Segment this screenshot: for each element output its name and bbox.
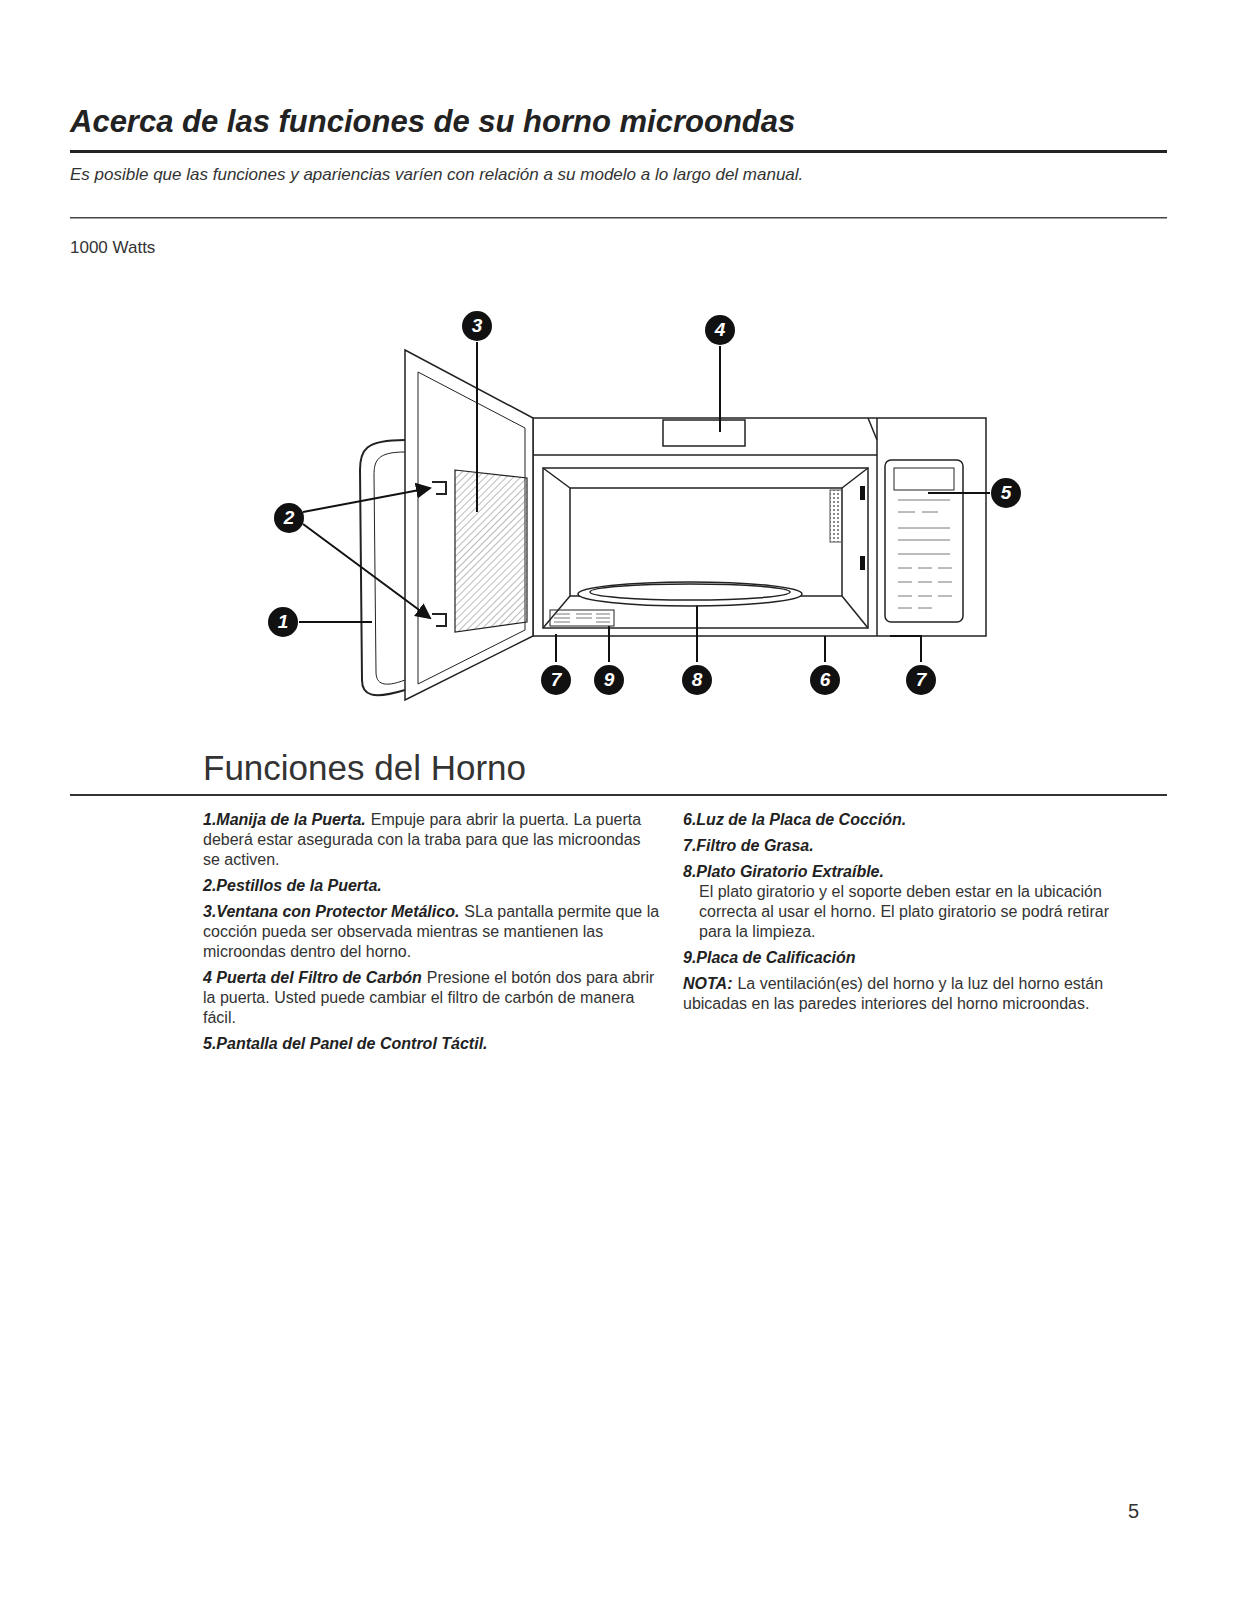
feature-item: 4 Puerta del Filtro de CarbónPresione el… [203, 968, 661, 1028]
leader-lines [299, 342, 990, 662]
callout-number: 2 [274, 503, 304, 533]
subtitle: Es posible que las funciones y aparienci… [70, 165, 803, 185]
feature-name: 3.Ventana con Protector Metálico. [203, 903, 459, 920]
feature-name: NOTA: [683, 975, 732, 992]
feature-description: El plato giratorio y el soporte deben es… [683, 882, 1141, 942]
feature-name: 7.Filtro de Grasa. [683, 837, 814, 854]
feature-list: 6.Luz de la Placa de Cocción. 7.Filtro de… [683, 810, 1141, 1020]
feature-name: 1.Manija de la Puerta. [203, 811, 366, 828]
feature-item: 9.Placa de Calificación [683, 948, 1141, 968]
callout-number: 8 [682, 665, 712, 695]
subtitle-rule [70, 217, 1167, 219]
feature-item: 7.Filtro de Grasa. [683, 836, 1141, 856]
feature-item: 2.Pestillos de la Puerta. [203, 876, 661, 896]
feature-item: NOTA:La ventilación(es) del horno y la l… [683, 974, 1141, 1014]
feature-item: 1.Manija de la Puerta.Empuje para abrir … [203, 810, 661, 870]
feature-name: 4 Puerta del Filtro de Carbón [203, 969, 422, 986]
feature-item: 5.Pantalla del Panel de Control Táctil. [203, 1034, 661, 1054]
title-rule [70, 150, 1167, 153]
callout-number: 6 [810, 665, 840, 695]
callout-number: 3 [462, 311, 492, 341]
feature-item: 6.Luz de la Placa de Cocción. [683, 810, 1141, 830]
feature-name: 5.Pantalla del Panel de Control Táctil. [203, 1035, 488, 1052]
callout-number: 9 [594, 665, 624, 695]
microwave-drawing [360, 350, 986, 700]
section-rule [70, 794, 1167, 796]
wattage: 1000 Watts [70, 238, 155, 258]
callout-number: 7 [541, 665, 571, 695]
callout-number: 1 [268, 607, 298, 637]
page-title: Acerca de las funciones de su horno micr… [70, 104, 795, 140]
feature-name: 2.Pestillos de la Puerta. [203, 877, 382, 894]
feature-list: 1.Manija de la Puerta.Empuje para abrir … [203, 810, 661, 1060]
callout-number: 7 [906, 665, 936, 695]
page-number: 5 [1128, 1500, 1139, 1523]
feature-name: 9.Placa de Calificación [683, 949, 856, 966]
feature-item: 3.Ventana con Protector Metálico.SLa pan… [203, 902, 661, 962]
section-heading: Funciones del Horno [203, 748, 526, 788]
feature-name: 8.Plato Giratorio Extraíble. [683, 863, 884, 880]
feature-item: 8.Plato Giratorio Extraíble. El plato gir… [683, 862, 1141, 942]
feature-name: 6.Luz de la Placa de Cocción. [683, 811, 906, 828]
feature-description: La ventilación(es) del horno y la luz de… [683, 975, 1103, 1012]
callout-number: 4 [705, 315, 735, 345]
callout-number: 5 [991, 478, 1021, 508]
